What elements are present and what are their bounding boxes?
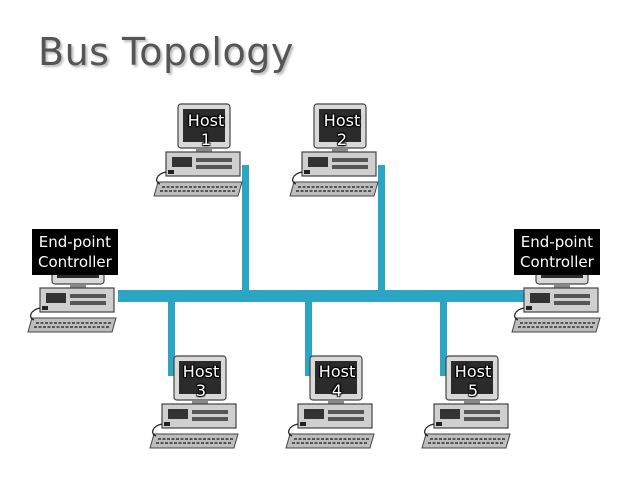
computer-icon-host-3 <box>148 352 248 452</box>
drop-cable-host-1 <box>242 165 249 292</box>
computer-icon-host-1 <box>152 100 252 200</box>
diagram-title: Bus Topology <box>38 30 294 74</box>
drop-cable-host-3 <box>168 300 175 376</box>
bus-cable <box>118 290 530 302</box>
computer-icon-host-5 <box>420 352 520 452</box>
drop-cable-host-5 <box>440 300 447 376</box>
drop-cable-host-4 <box>305 300 312 376</box>
computer-icon-host-4 <box>284 352 384 452</box>
drop-cable-host-2 <box>378 165 385 292</box>
computer-icon-host-2 <box>288 100 388 200</box>
